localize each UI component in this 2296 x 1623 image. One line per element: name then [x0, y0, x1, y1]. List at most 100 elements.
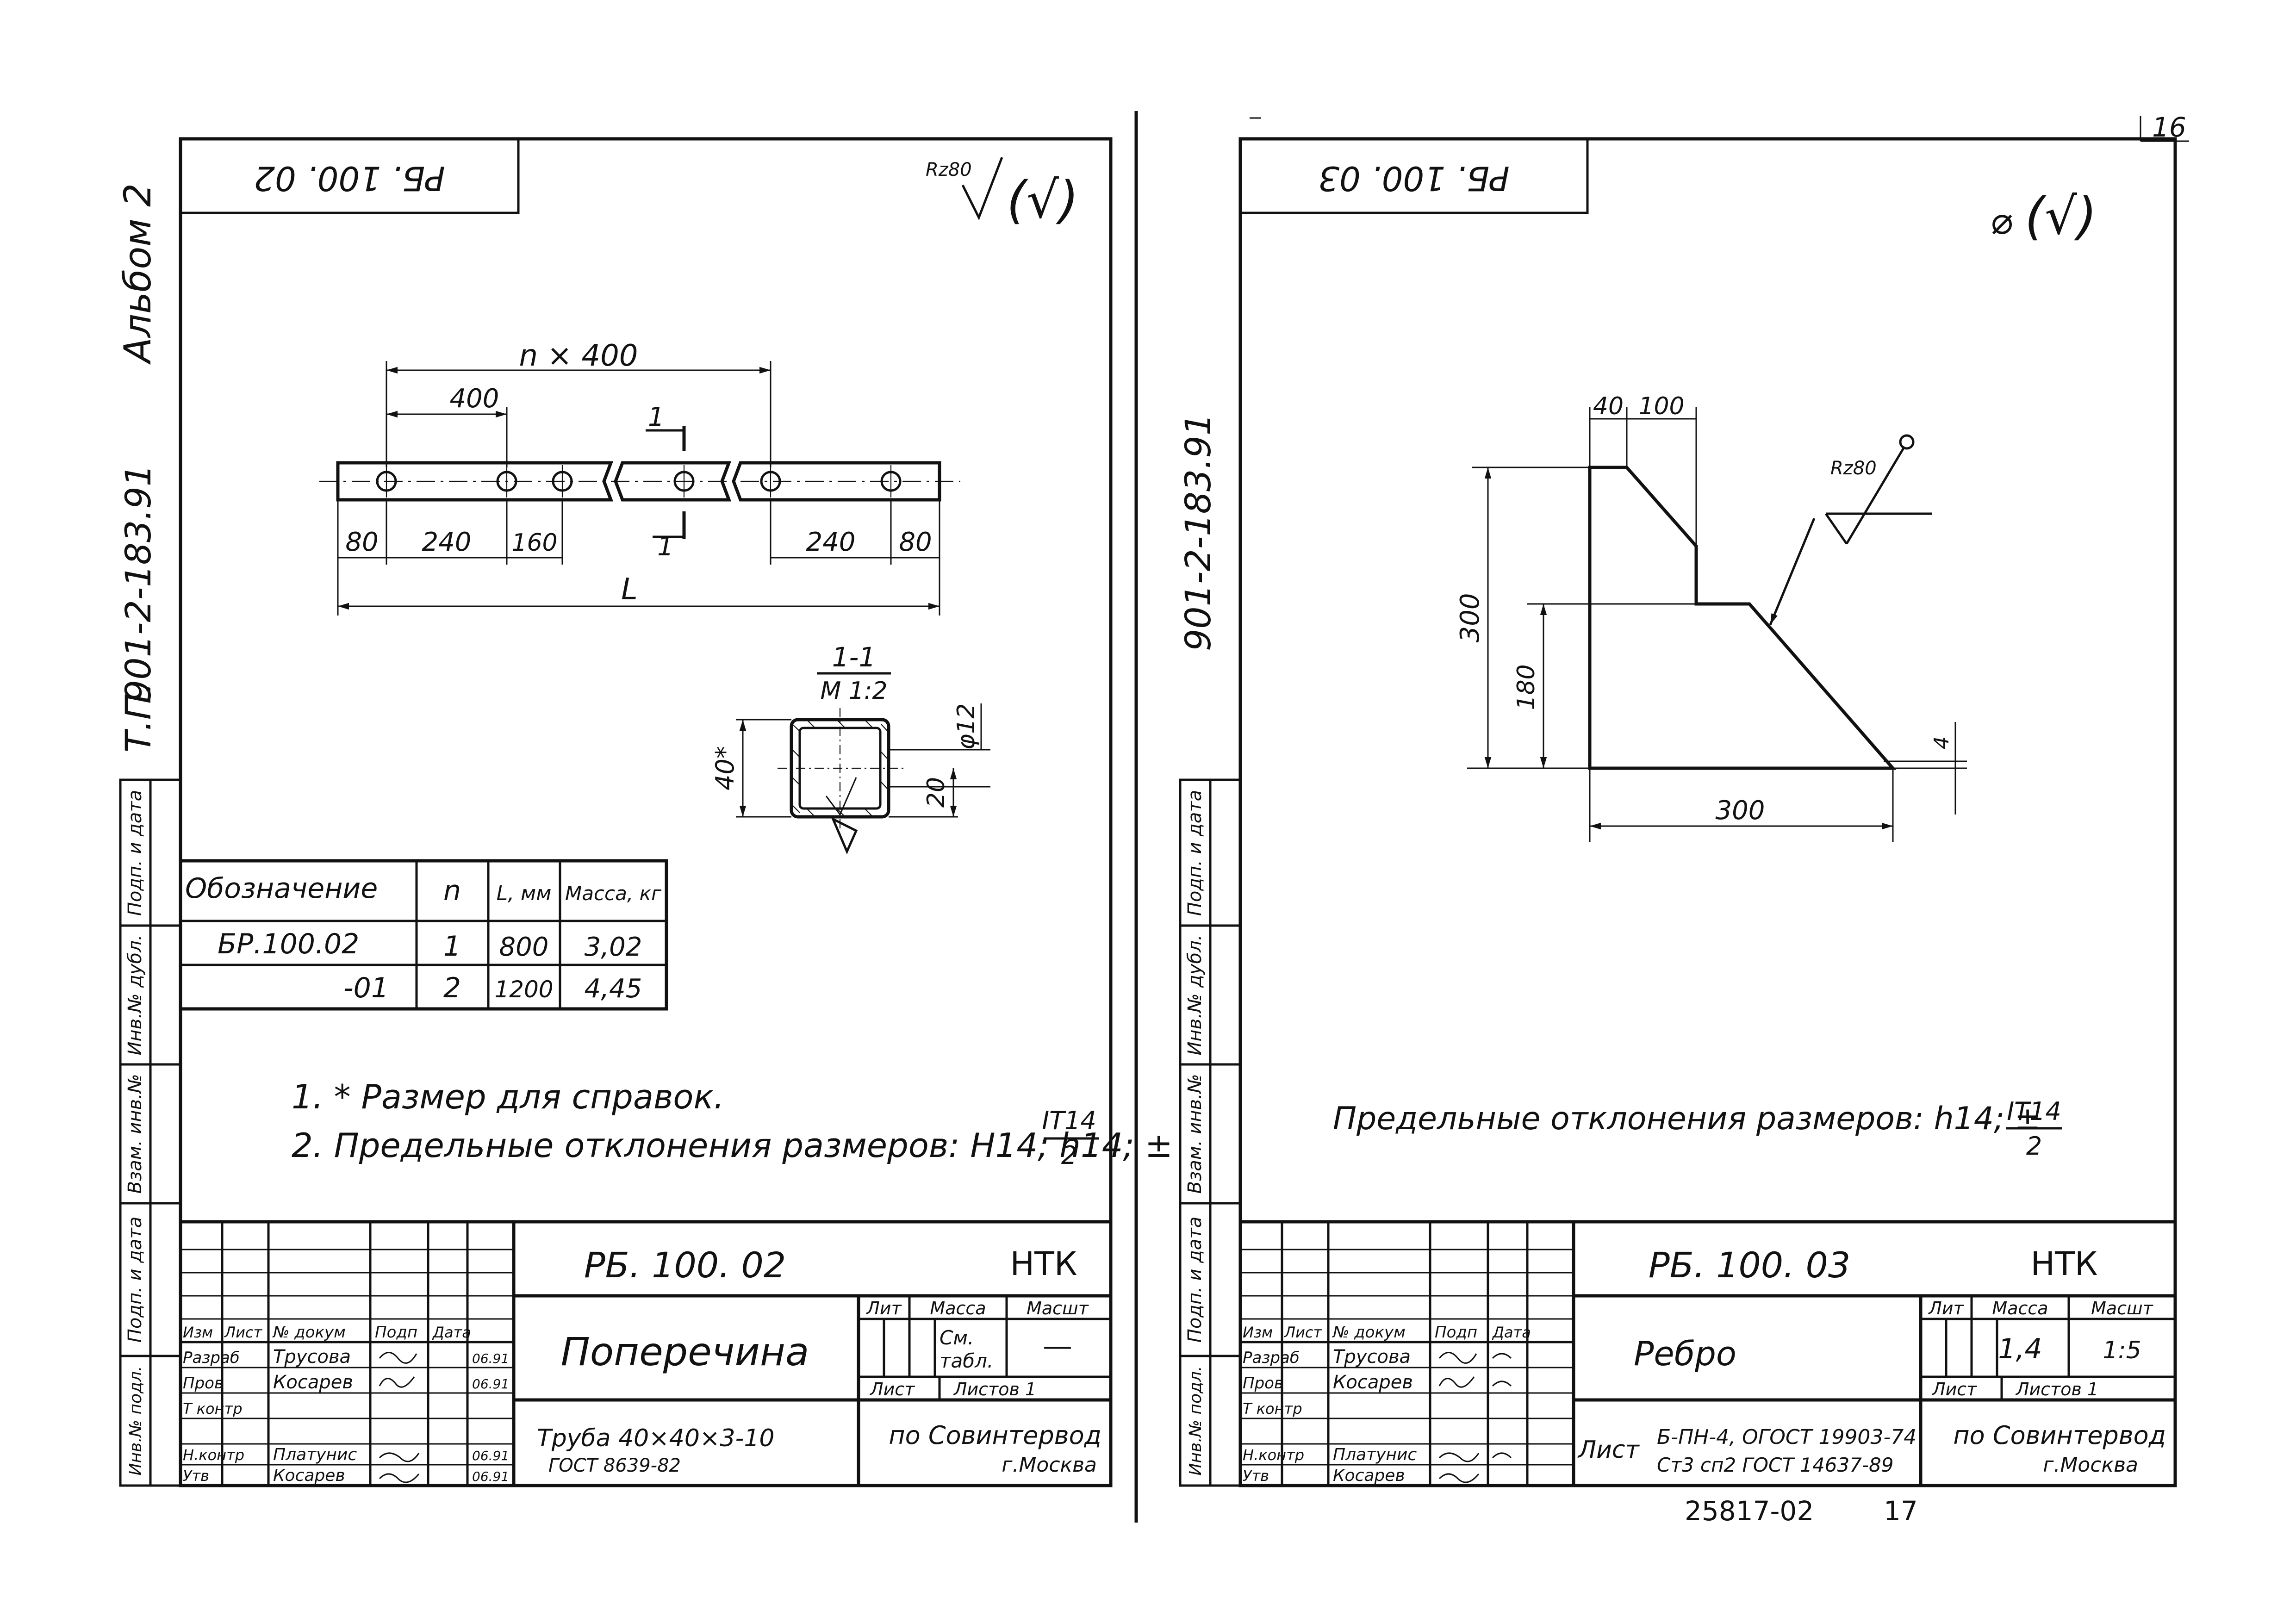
rib-dim-4: 4 [1930, 736, 1954, 749]
table-cell-r2-c3: 1200 [494, 976, 553, 1003]
table-cell-r2-c2: 2 [443, 972, 461, 1004]
left-tb-mass-value-2: табл. [940, 1349, 993, 1372]
left-side-label-4: Подп. и дата [124, 1217, 146, 1343]
left-tb-person-3-role: Т контр [183, 1400, 243, 1418]
left-side-strip: Подп. и дата Инв.№ дубл. Взам. инв.№ Под… [119, 778, 182, 1487]
left-tb-role-3: № докум [272, 1323, 346, 1342]
left-tb-person-2-name: Косарев [273, 1372, 353, 1393]
dim-80-left: 80 [345, 527, 378, 557]
right-tb-col-lit: Лит [1928, 1298, 1964, 1318]
left-margin-tp: Т.П. [118, 682, 159, 752]
left-tb-company-2: г.Москва [1002, 1453, 1097, 1477]
right-note: Предельные отклонения размеров: h14; ± [1333, 1101, 2041, 1137]
left-tb-material-2: ГОСТ 8639-82 [548, 1455, 681, 1476]
section-1-1: 1-1 М 1:2 40* φ12 20 [710, 641, 990, 855]
left-tb-date-4: 06.91 [472, 1448, 509, 1463]
left-tb-date-5: 06.91 [472, 1469, 509, 1484]
left-side-label-3: Взам. инв.№ [124, 1074, 146, 1194]
footer-page: 17 [1884, 1495, 1918, 1527]
right-tb-role-2: Лист [1284, 1324, 1322, 1341]
left-tb-col-lit: Лит [865, 1298, 902, 1318]
rib-dim-300-vertical: 300 [1455, 593, 1485, 643]
footer-code: 25817-02 [1685, 1495, 1814, 1527]
left-side-label-5: Инв.№ подл. [126, 1366, 145, 1476]
table-cell-r1-c2: 1 [443, 930, 461, 963]
dim-1-bottom: 1 [657, 532, 674, 562]
left-tb-code: РБ. 100. 02 [584, 1244, 786, 1286]
dim-20: 20 [922, 777, 950, 808]
left-title-block: Изм Лист № докум Подп Дата Разраб Трусов… [180, 1220, 1111, 1486]
right-tb-sheets: Листов 1 [2015, 1379, 2098, 1399]
beam-holes [376, 465, 902, 497]
table-header-length: L, мм [497, 882, 552, 905]
left-tb-role-4: Подп [375, 1323, 417, 1342]
left-tb-sheets: Листов 1 [953, 1379, 1036, 1399]
variants-table: Обозначение n L, мм Масса, кг БР.100.02 … [179, 859, 668, 1011]
right-tb-material-prefix: Лист [1577, 1436, 1640, 1464]
rib-dim-300-horizontal: 300 [1716, 796, 1765, 826]
dim-240-right: 240 [806, 527, 856, 557]
left-note-frac-num: IT14 [1042, 1106, 1096, 1135]
left-tb-date-1: 06.91 [472, 1351, 509, 1366]
dim-160: 160 [511, 529, 557, 557]
dim-n-x-400: n × 400 [519, 339, 638, 373]
left-roughness-label: Rz80 [926, 159, 972, 180]
section-scale: М 1:2 [820, 677, 887, 705]
left-margin-series: 901-2-183.91 [118, 464, 159, 702]
right-roughness-suffix: (√) [2025, 187, 2097, 246]
left-tb-col-scale: Масшт [1027, 1298, 1089, 1318]
right-tb-person-1-role: Разраб [1243, 1349, 1300, 1367]
right-tb-role-3: № докум [1332, 1323, 1406, 1342]
table-cell-r2-c4: 4,45 [585, 974, 642, 1004]
right-tb-role-1: Изм [1243, 1324, 1273, 1341]
right-tb-code: РБ. 100. 03 [1649, 1244, 1850, 1286]
right-side-strip: Подп. и дата Инв.№ дубл. Взам. инв.№ Под… [1179, 778, 1242, 1487]
left-roughness-symbol [961, 157, 1003, 221]
dim-40-star: 40* [710, 746, 740, 790]
table-header-mass: Масса, кг [565, 882, 662, 905]
dim-L: L [621, 572, 638, 607]
table-cell-r1-c3: 800 [499, 932, 549, 962]
right-tb-name: Ребро [1634, 1334, 1736, 1373]
dim-80-right: 80 [899, 527, 932, 557]
right-tb-person-1-name: Трусова [1333, 1346, 1411, 1368]
dim-400: 400 [450, 384, 499, 414]
table-cell-r1-c1: БР.100.02 [218, 928, 359, 960]
right-tb-company-2: г.Москва [2043, 1453, 2138, 1477]
left-code-box [179, 137, 520, 214]
left-tb-company-1: по Совинтервод [889, 1421, 1101, 1450]
right-tb-col-mass: Масса [1992, 1298, 2048, 1318]
right-side-label-3: Взам. инв.№ [1184, 1074, 1206, 1194]
right-note-frac-num: IT14 [2007, 1097, 2061, 1126]
right-side-label-4: Подп. и дата [1184, 1217, 1206, 1343]
table-header-designation: Обозначение [185, 872, 378, 905]
dim-phi12: φ12 [952, 703, 980, 750]
right-tb-role-4: Подп [1435, 1323, 1477, 1342]
rib-dim-40: 40 [1593, 392, 1624, 420]
left-tb-role-1: Изм [183, 1324, 213, 1341]
left-tb-person-5-role: Утв [183, 1467, 209, 1485]
right-tb-col-scale: Масшт [2091, 1298, 2154, 1318]
left-note-1: 1. * Размер для справок. [292, 1077, 724, 1116]
left-tb-person-2-role: Пров [183, 1374, 224, 1393]
left-tb-person-1-name: Трусова [273, 1346, 351, 1368]
left-tb-name: Поперечина [561, 1329, 809, 1374]
left-side-label-2: Инв.№ дубл. [124, 935, 146, 1056]
right-side-label-2: Инв.№ дубл. [1184, 935, 1206, 1056]
left-code-rotated: РБ. 100. 02 [254, 159, 445, 198]
right-sheet: РБ. 100. 03 ⌀ (√) 901-2-183.91 Подп. и д… [1177, 137, 2177, 1487]
right-code-box [1239, 137, 1589, 214]
left-tb-date-2: 06.91 [472, 1376, 509, 1392]
left-tb-mass-value-1: См. [940, 1326, 974, 1349]
dim-240-left: 240 [422, 527, 472, 557]
left-side-label-1: Подп. и дата [124, 790, 146, 916]
table-cell-r2-c1: -01 [343, 972, 389, 1004]
right-tb-material-1: Б-ПН-4, ОГОСТ 19903-74 [1657, 1425, 1916, 1449]
left-tb-person-4-name: Платунис [273, 1445, 357, 1464]
beam-drawing: n × 400 400 1 1 80 240 160 240 8 [319, 339, 960, 616]
left-note-2: 2. Предельные отклонения размеров: Н14; … [292, 1126, 1173, 1165]
section-label: 1-1 [832, 641, 876, 673]
right-roughness-prefix: ⌀ [1990, 199, 2012, 243]
left-tb-person-4-role: Н.контр [183, 1446, 244, 1464]
